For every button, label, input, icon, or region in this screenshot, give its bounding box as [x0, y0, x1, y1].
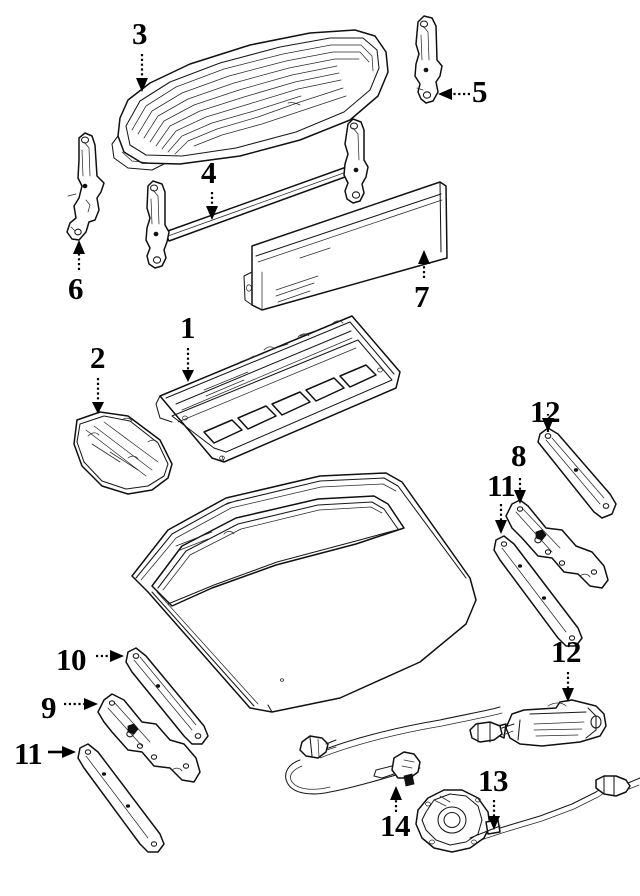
part-lift-support-actuator[interactable] — [495, 699, 607, 747]
callout-label-8[interactable]: 8 — [511, 438, 527, 473]
callout-label-3[interactable]: 3 — [132, 16, 148, 51]
leader-lines — [48, 54, 574, 830]
callout-label-11-right[interactable]: 11 — [487, 468, 516, 503]
part-retainer-strip-right[interactable] — [493, 535, 583, 647]
callout-label-1[interactable]: 1 — [180, 310, 196, 345]
callout-label-14[interactable]: 14 — [380, 808, 411, 843]
callout-label-12-upper[interactable]: 12 — [530, 394, 561, 429]
part-retainer-strip-left[interactable] — [77, 743, 165, 853]
callout-label-4[interactable]: 4 — [201, 155, 217, 190]
part-lock-support-bracket[interactable] — [505, 499, 609, 589]
part-cable-and-clip[interactable] — [285, 706, 515, 795]
callout-label-5[interactable]: 5 — [472, 74, 488, 109]
part-vent-grille-panel[interactable] — [155, 315, 401, 463]
part-lift-support-strut-upper[interactable] — [537, 427, 617, 519]
callout-label-12-lower[interactable]: 12 — [551, 634, 582, 669]
part-lower-trim-panel[interactable] — [243, 181, 448, 311]
part-hinge-brace-rod[interactable] — [145, 118, 369, 269]
callout-label-2[interactable]: 2 — [90, 340, 106, 375]
callout-label-9[interactable]: 9 — [41, 690, 57, 725]
callout-label-11-left[interactable]: 11 — [14, 736, 43, 771]
callout-label-7[interactable]: 7 — [414, 279, 430, 314]
part-liftgate-panel[interactable] — [131, 472, 477, 713]
callout-label-10[interactable]: 10 — [56, 642, 87, 677]
part-rear-spoiler[interactable] — [111, 29, 389, 171]
part-latch-assembly[interactable] — [97, 693, 201, 783]
callout-label-13[interactable]: 13 — [478, 763, 509, 798]
callout-label-6[interactable]: 6 — [68, 271, 84, 306]
part-latch-striker-body[interactable] — [415, 789, 501, 853]
part-upper-hinge-support-left[interactable] — [66, 132, 105, 241]
part-latch-rod[interactable] — [125, 647, 209, 745]
part-side-trim-end-cap[interactable] — [73, 411, 173, 495]
part-upper-hinge-support-right[interactable] — [414, 15, 443, 104]
